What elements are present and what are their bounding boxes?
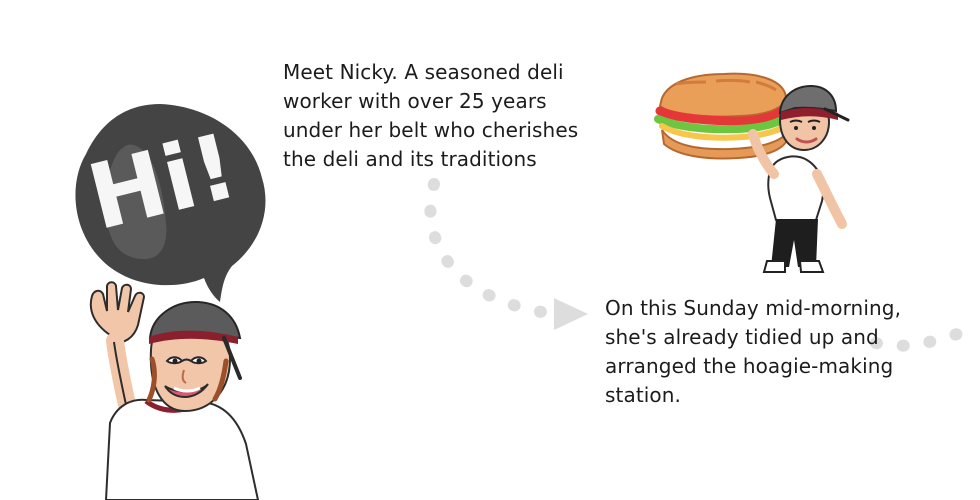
nicky-introduction-text: Meet Nicky. A seasoned deli worker with … <box>283 60 579 171</box>
dashed-arrow-path <box>424 178 588 330</box>
sunday-morning-text: On this Sunday mid-morning, she's alread… <box>605 296 902 407</box>
hoagie-illustration <box>654 72 793 160</box>
nicky-waving-illustration <box>89 281 260 500</box>
dashed-path-continuation <box>870 322 980 352</box>
nicky-holding-hoagie-illustration <box>654 72 850 273</box>
speech-bubble: Hi! <box>75 104 266 302</box>
